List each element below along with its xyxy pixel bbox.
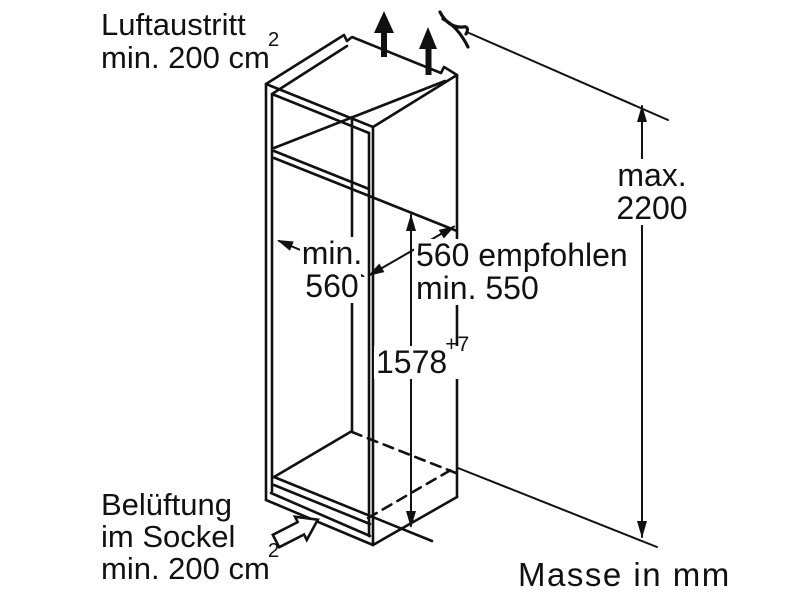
max-height-down-arrowhead (637, 521, 647, 538)
base-vent-line1: Belüftung (101, 487, 232, 522)
max-height-up-arrowhead (637, 105, 647, 122)
top-face-outline (264, 33, 459, 129)
niche-width-label: min. 560 (296, 237, 368, 303)
niche-depth-label: 560 empfohlen min. 550 (414, 239, 630, 305)
air-outlet-line1: Luftaustritt (101, 7, 246, 42)
depth-dim-lower-arrowhead (368, 263, 385, 276)
airflow-up-arrow-2 (419, 27, 437, 75)
niche-height-tolerance: +7 (445, 332, 470, 356)
niche-depth-line1: 560 empfohlen (414, 237, 630, 273)
width-dim-left-arrowhead (277, 240, 294, 251)
niche-height-value: 1578 (376, 344, 448, 380)
air-outlet-superscript: 2 (267, 28, 280, 52)
floor-back-edge-hidden (350, 430, 458, 475)
airflow-up-arrow-1 (374, 11, 394, 57)
niche-height-down-arrowhead (406, 511, 416, 528)
interior-floor-lines (272, 429, 458, 543)
rail-top-edge (272, 149, 371, 191)
right-bottom-edge (371, 495, 459, 547)
base-vent-line2: im Sockel (101, 519, 236, 554)
air-outlet-label: Luftaustritt min. 200 cm2 (101, 8, 279, 74)
front-bottom-inner-edge (269, 491, 372, 538)
units-note-label: Masse in mm (518, 558, 731, 591)
niche-depth-line2: min. 550 (414, 270, 541, 306)
top-extension-line (468, 32, 669, 121)
max-height-label: max. 2200 (603, 159, 701, 225)
airflow-arrows (374, 10, 470, 75)
floor-front-edge (272, 475, 434, 543)
depth-dim-upper-arrowhead (438, 226, 455, 239)
max-height-line2: 2200 (614, 190, 690, 226)
bottom-extension-line (457, 467, 658, 548)
floor-front-edge-inner (272, 483, 372, 526)
base-vent-superscript: 2 (267, 539, 280, 563)
niche-depth-dimension (368, 225, 455, 277)
base-vent-arrow-icon (271, 515, 320, 549)
extension-lines (457, 32, 669, 548)
niche-height-up-arrowhead (406, 214, 416, 231)
front-bottom-outer-edge (264, 498, 375, 547)
air-outlet-line2: min. 200 cm (101, 40, 270, 75)
niche-width-line2: 560 (303, 268, 361, 304)
depth-dim-line (368, 225, 455, 277)
niche-height-label: 1578+7 (374, 334, 472, 380)
vent-curl-icon (438, 10, 470, 49)
units-note-text: Masse in mm (518, 556, 731, 593)
cabinet-outline (264, 73, 459, 547)
niche-width-line1: min. (299, 235, 365, 271)
compartment-diagonal-edge (272, 79, 447, 150)
base-vent-label: Belüftung im Sockel min. 200 cm2 (101, 489, 279, 585)
max-height-line1: max. (615, 157, 689, 193)
base-vent-line3: min. 200 cm (101, 551, 270, 586)
rail-bottom-edge (272, 156, 459, 233)
floor-left-edge (272, 429, 354, 479)
